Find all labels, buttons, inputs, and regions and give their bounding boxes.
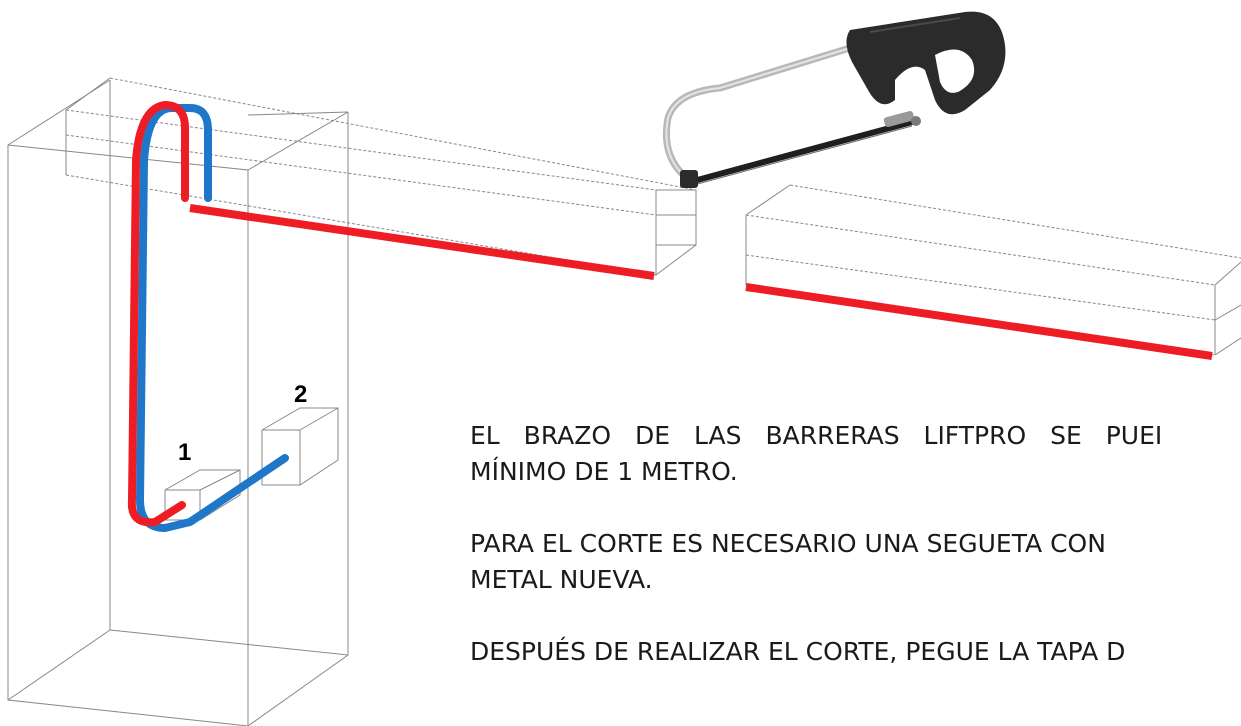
barrier-housing: [7, 79, 349, 726]
instruction-2-line-1: PARA EL CORTE ES NECESARIO UNA SEGUETA C…: [470, 529, 1106, 558]
instruction-1-line-2: MÍNIMO DE 1 METRO.: [470, 457, 738, 486]
junction-label-1: 1: [178, 439, 191, 466]
instruction-paragraph-2: PARA EL CORTE ES NECESARIO UNA SEGUETA C…: [470, 526, 1241, 598]
hacksaw-icon: [662, 11, 1006, 188]
instructions-text: EL BRAZO DE LAS BARRERAS LIFTPRO SE PUEI…: [470, 418, 1241, 726]
instruction-2-line-2: METAL NUEVA.: [470, 565, 653, 594]
junction-label-2: 2: [294, 381, 307, 408]
arm-cut-section: [745, 184, 1241, 356]
instruction-paragraph-1: EL BRAZO DE LAS BARRERAS LIFTPRO SE PUEI…: [470, 418, 1241, 490]
instruction-3-line-1: DESPUÉS DE REALIZAR EL CORTE, PEGUE LA T…: [470, 637, 1126, 666]
instruction-1-line-1: EL BRAZO DE LAS BARRERAS LIFTPRO SE PUEI: [470, 421, 1163, 450]
cable-red-cut-piece: [745, 283, 1213, 360]
cable-red: [127, 101, 655, 527]
junction-box-1: [164, 469, 241, 521]
junction-box-2: [261, 407, 339, 486]
instruction-paragraph-3: DESPUÉS DE REALIZAR EL CORTE, PEGUE LA T…: [470, 634, 1241, 670]
cable-blue: [136, 104, 289, 532]
arm-left-section: [65, 77, 697, 276]
